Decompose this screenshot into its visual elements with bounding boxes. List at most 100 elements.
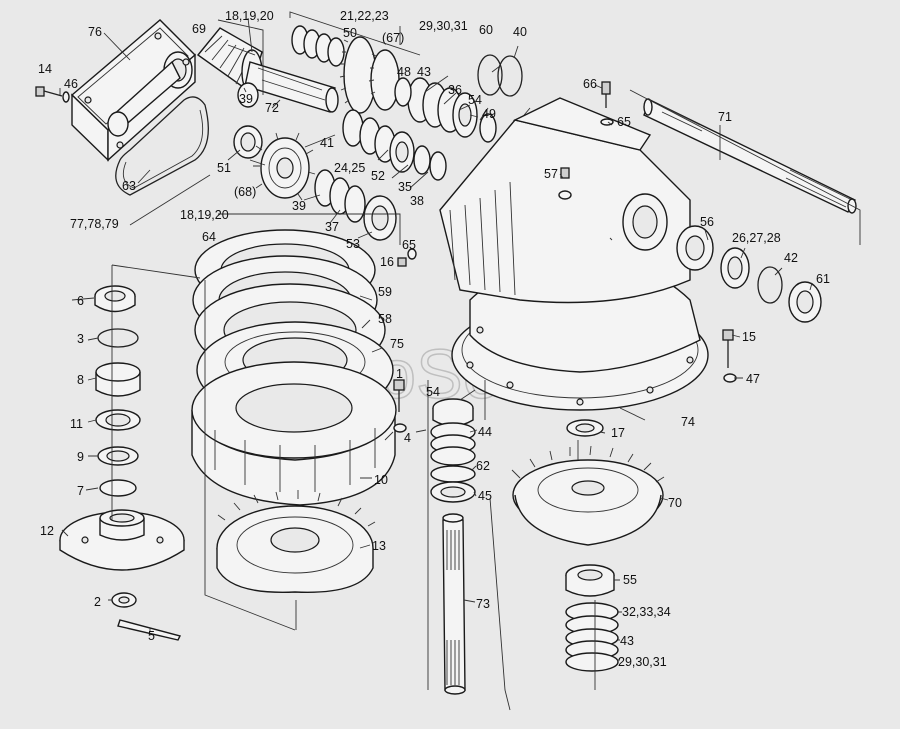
label-3: 3 — [77, 332, 84, 346]
label-46: 46 — [64, 77, 78, 91]
pin-5 — [117, 619, 182, 641]
spring-21-22-23 — [291, 25, 345, 67]
label-61: 61 — [816, 272, 830, 286]
label-48: 48 — [397, 65, 411, 79]
bolt-14 — [35, 86, 70, 103]
label-67: (67) — [382, 31, 404, 45]
bolt-1 — [393, 379, 407, 433]
label-9: 9 — [77, 450, 84, 464]
label-5: 5 — [148, 629, 155, 643]
bevel-gear-70 — [511, 445, 665, 546]
label-29-30-31-top: 29,30,31 — [419, 19, 468, 33]
leader-lines — [59, 17, 813, 661]
label-47: 47 — [746, 372, 760, 386]
label-16: 16 — [380, 255, 394, 269]
label-49: 49 — [482, 107, 496, 121]
sleeve-8 — [95, 362, 141, 397]
bearing-11 — [95, 409, 141, 431]
bearing-6 — [94, 285, 136, 313]
label-65-top: 65 — [617, 115, 631, 129]
label-64: 64 — [202, 230, 216, 244]
label-44: 44 — [478, 425, 492, 439]
belt-63 — [115, 96, 209, 196]
callout-lines-shaft — [427, 380, 511, 711]
label-76: 76 — [88, 25, 102, 39]
label-73: 73 — [476, 597, 490, 611]
seal-62 — [430, 465, 476, 483]
label-56: 56 — [700, 215, 714, 229]
label-12: 12 — [40, 524, 54, 538]
label-58: 58 — [378, 312, 392, 326]
label-54-top: 54 — [468, 93, 482, 107]
label-7: 7 — [77, 484, 84, 498]
bearing-29-30-31-top — [407, 77, 478, 138]
label-52: 52 — [371, 169, 385, 183]
bearing-56 — [676, 225, 714, 271]
label-2: 2 — [94, 595, 101, 609]
seal-26-27-28 — [720, 247, 750, 289]
bolt-15 — [722, 329, 737, 383]
hub-12 — [59, 509, 185, 571]
label-13: 13 — [372, 539, 386, 553]
ring-17 — [566, 419, 604, 437]
spring-44 — [430, 422, 476, 466]
shaft-73 — [442, 513, 466, 695]
shaft-72 — [237, 61, 339, 113]
label-70: 70 — [668, 496, 682, 510]
label-4: 4 — [404, 431, 411, 445]
ring-60 — [477, 54, 503, 96]
label-60: 60 — [479, 23, 493, 37]
label-1: 1 — [396, 367, 403, 381]
ring-3 — [97, 328, 139, 348]
bolt-16 — [397, 248, 417, 267]
washer-7 — [99, 479, 137, 497]
bearing-9 — [97, 446, 139, 466]
label-39-mid: 39 — [292, 199, 306, 213]
label-54-mid: 54 — [426, 385, 440, 399]
bearing-45 — [430, 481, 476, 503]
label-66: 66 — [583, 77, 597, 91]
label-37: 37 — [325, 220, 339, 234]
label-18-19-20-mid: 18,19,20 — [180, 208, 229, 222]
label-38: 38 — [410, 194, 424, 208]
label-21-22-23: 21,22,23 — [340, 9, 389, 23]
label-15: 15 — [742, 330, 756, 344]
spring-32-33-34 — [565, 602, 619, 672]
label-53: 53 — [346, 237, 360, 251]
ring-42 — [757, 266, 783, 304]
label-29-30-31-bot: 29,30,31 — [618, 655, 667, 669]
label-36: 36 — [448, 83, 462, 97]
housing-74 — [439, 97, 709, 411]
label-35: 35 — [398, 180, 412, 194]
label-32-33-34: 32,33,34 — [622, 605, 671, 619]
label-65-mid: 65 — [402, 238, 416, 252]
label-72: 72 — [265, 101, 279, 115]
seal-61 — [788, 281, 822, 323]
cover-plate-76 — [70, 19, 197, 162]
label-6: 6 — [77, 294, 84, 308]
label-74: 74 — [681, 415, 695, 429]
callout-lines-mid — [129, 174, 401, 245]
gear-68 — [253, 132, 316, 201]
callout-lines-top — [217, 11, 421, 95]
callout-lines-left — [111, 264, 297, 631]
bearing-54-mid — [432, 398, 474, 427]
label-26-27-28: 26,27,28 — [732, 231, 781, 245]
label-43-bot: 43 — [620, 634, 634, 648]
bearing-55 — [565, 564, 615, 597]
label-68: (68) — [234, 185, 256, 199]
label-59: 59 — [378, 285, 392, 299]
label-69: 69 — [192, 22, 206, 36]
label-77-78-79: 77,78,79 — [70, 217, 119, 231]
label-45: 45 — [478, 489, 492, 503]
belt-inner-63 — [122, 109, 204, 189]
label-50: 50 — [343, 26, 357, 40]
label-57: 57 — [544, 167, 558, 181]
label-11: 11 — [70, 417, 83, 431]
seal-49 — [479, 113, 497, 143]
label-17: 17 — [611, 426, 625, 440]
label-10: 10 — [374, 473, 388, 487]
label-14: 14 — [38, 62, 52, 76]
